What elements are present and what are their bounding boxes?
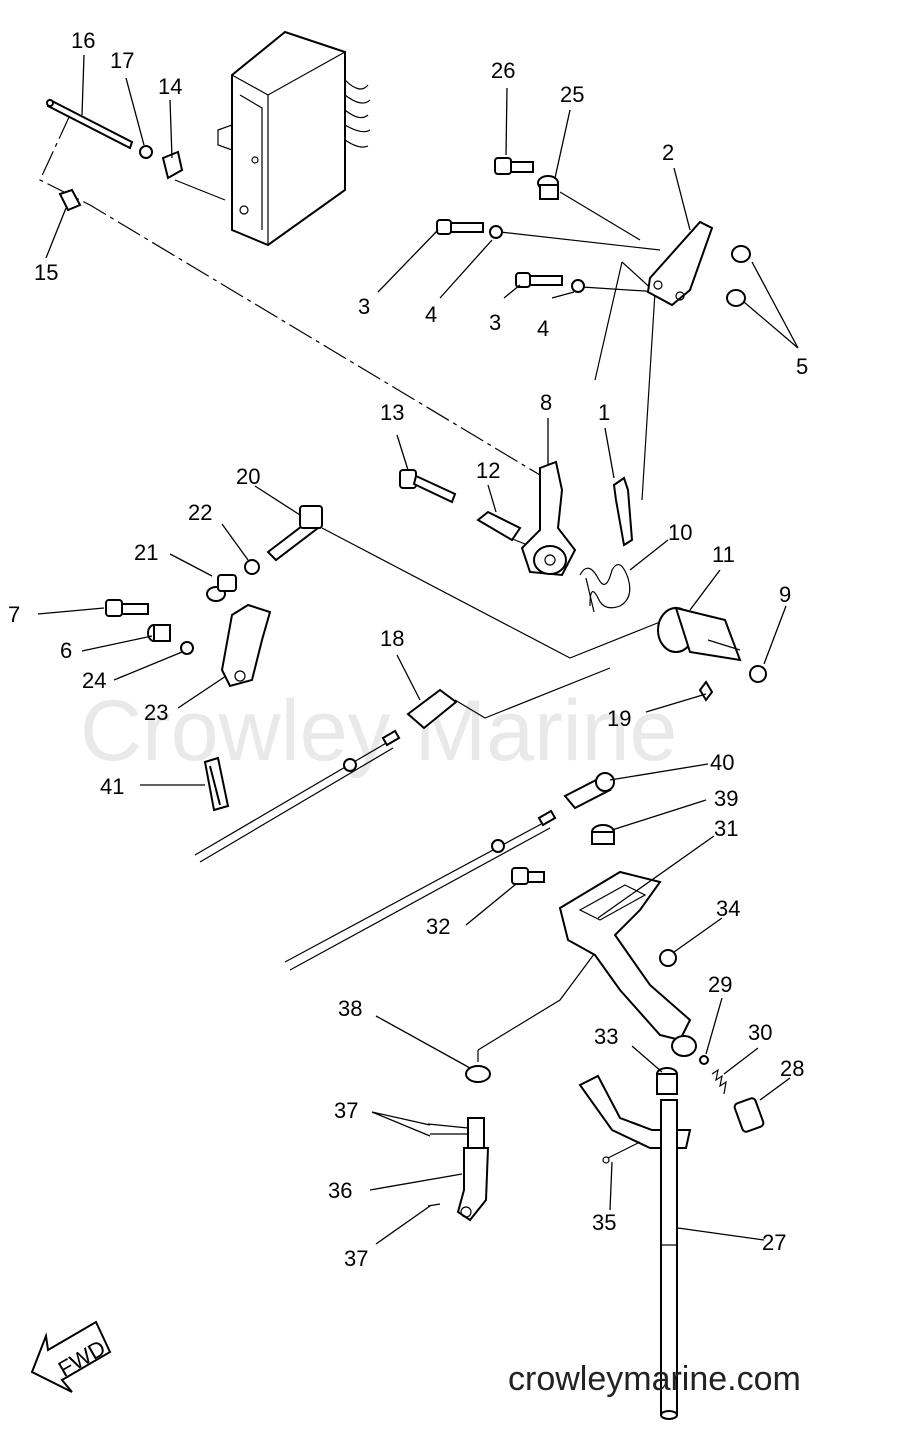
part-29-ball bbox=[699, 1055, 709, 1065]
part-3-bolt-upper bbox=[436, 219, 484, 235]
leader-lines bbox=[37, 54, 799, 1245]
cdi-unit bbox=[217, 30, 371, 247]
part-40-joint bbox=[563, 772, 615, 810]
label-9: 9 bbox=[779, 582, 791, 607]
part-11-collar bbox=[657, 606, 742, 662]
part-2-lever bbox=[646, 220, 714, 307]
part-1-link bbox=[612, 476, 634, 547]
label-34: 34 bbox=[716, 896, 740, 921]
part-32-bolt bbox=[511, 867, 545, 885]
part-28-plug bbox=[733, 1097, 765, 1133]
part-16-rod bbox=[46, 98, 134, 150]
part-5-cap-upper bbox=[731, 245, 751, 263]
part-22-nut bbox=[244, 559, 260, 575]
label-5: 5 bbox=[796, 354, 808, 379]
part-labels: 16 17 14 15 26 25 2 3 4 3 4 5 13 12 8 1 … bbox=[8, 28, 808, 1271]
part-38-washer bbox=[465, 1065, 491, 1083]
label-22: 22 bbox=[188, 500, 212, 525]
part-6-collar bbox=[147, 624, 171, 642]
label-30: 30 bbox=[748, 1020, 772, 1045]
part-25-collar bbox=[537, 175, 559, 200]
label-11: 11 bbox=[712, 542, 735, 567]
label-2: 2 bbox=[662, 140, 674, 165]
part-17-nut bbox=[139, 145, 153, 159]
label-24: 24 bbox=[82, 668, 106, 693]
label-20: 20 bbox=[236, 464, 260, 489]
website-text: crowleymarine.com bbox=[508, 1360, 801, 1398]
label-3a: 3 bbox=[358, 294, 370, 319]
part-26-bolt bbox=[494, 157, 534, 175]
part-33-bush bbox=[656, 1067, 678, 1095]
part-31-shift-lever bbox=[558, 870, 697, 1057]
part-14-clip bbox=[161, 150, 184, 180]
label-14: 14 bbox=[158, 74, 182, 99]
label-39: 39 bbox=[714, 786, 738, 811]
part-41-clip bbox=[203, 756, 230, 812]
label-37a: 37 bbox=[334, 1098, 358, 1123]
part-30-spring bbox=[711, 1068, 727, 1095]
part-18-joint bbox=[406, 688, 458, 730]
label-38: 38 bbox=[338, 996, 362, 1021]
label-15: 15 bbox=[34, 260, 58, 285]
label-28: 28 bbox=[780, 1056, 804, 1081]
part-10-spring bbox=[579, 563, 631, 613]
part-12-collar bbox=[476, 510, 522, 542]
part-20-rod-end bbox=[266, 505, 323, 562]
label-7: 7 bbox=[8, 602, 20, 627]
label-4a: 4 bbox=[425, 302, 437, 327]
part-23-lever bbox=[220, 603, 272, 688]
part-36-cam bbox=[456, 1117, 490, 1222]
label-41: 41 bbox=[100, 774, 124, 799]
label-12: 12 bbox=[476, 458, 500, 483]
fwd-arrow: FWD bbox=[30, 1320, 112, 1393]
part-21-collar bbox=[206, 574, 237, 602]
label-16: 16 bbox=[71, 28, 95, 53]
label-18: 18 bbox=[380, 626, 404, 651]
label-21: 21 bbox=[134, 540, 158, 565]
label-13: 13 bbox=[380, 400, 404, 425]
label-3b: 3 bbox=[489, 310, 501, 335]
part-19-pin bbox=[698, 680, 714, 702]
watermark: Crowley Marine bbox=[80, 683, 677, 779]
label-36: 36 bbox=[328, 1178, 352, 1203]
part-3-bolt-lower bbox=[515, 272, 563, 288]
label-19: 19 bbox=[607, 706, 631, 731]
label-17: 17 bbox=[110, 48, 134, 73]
control-cables bbox=[194, 729, 557, 971]
label-29: 29 bbox=[708, 972, 732, 997]
part-24-washer bbox=[180, 641, 194, 655]
label-33: 33 bbox=[594, 1024, 618, 1049]
label-26: 26 bbox=[491, 58, 515, 83]
label-25: 25 bbox=[560, 82, 584, 107]
label-27: 27 bbox=[762, 1230, 786, 1255]
label-35: 35 bbox=[592, 1210, 616, 1235]
part-39-collar bbox=[591, 824, 615, 845]
part-4-washer-upper bbox=[489, 225, 503, 239]
part-5-cap-lower bbox=[726, 289, 746, 307]
part-27-shift-rod bbox=[660, 1099, 678, 1420]
label-31: 31 bbox=[714, 816, 738, 841]
label-4b: 4 bbox=[537, 316, 549, 341]
part-7-bolt bbox=[105, 599, 149, 617]
part-9-washer bbox=[749, 665, 767, 683]
label-32: 32 bbox=[426, 914, 450, 939]
part-13-bolt bbox=[399, 469, 457, 504]
label-1: 1 bbox=[598, 400, 610, 425]
part-15-joint bbox=[58, 188, 82, 212]
label-40: 40 bbox=[710, 750, 734, 775]
part-4-washer-lower bbox=[571, 279, 585, 293]
label-6: 6 bbox=[60, 638, 72, 663]
label-37b: 37 bbox=[344, 1246, 368, 1271]
label-8: 8 bbox=[540, 390, 552, 415]
part-34-washer bbox=[659, 949, 677, 967]
part-8-lever bbox=[520, 460, 577, 577]
label-23: 23 bbox=[144, 700, 168, 725]
part-37-pins bbox=[427, 1123, 469, 1207]
label-10: 10 bbox=[668, 520, 692, 545]
